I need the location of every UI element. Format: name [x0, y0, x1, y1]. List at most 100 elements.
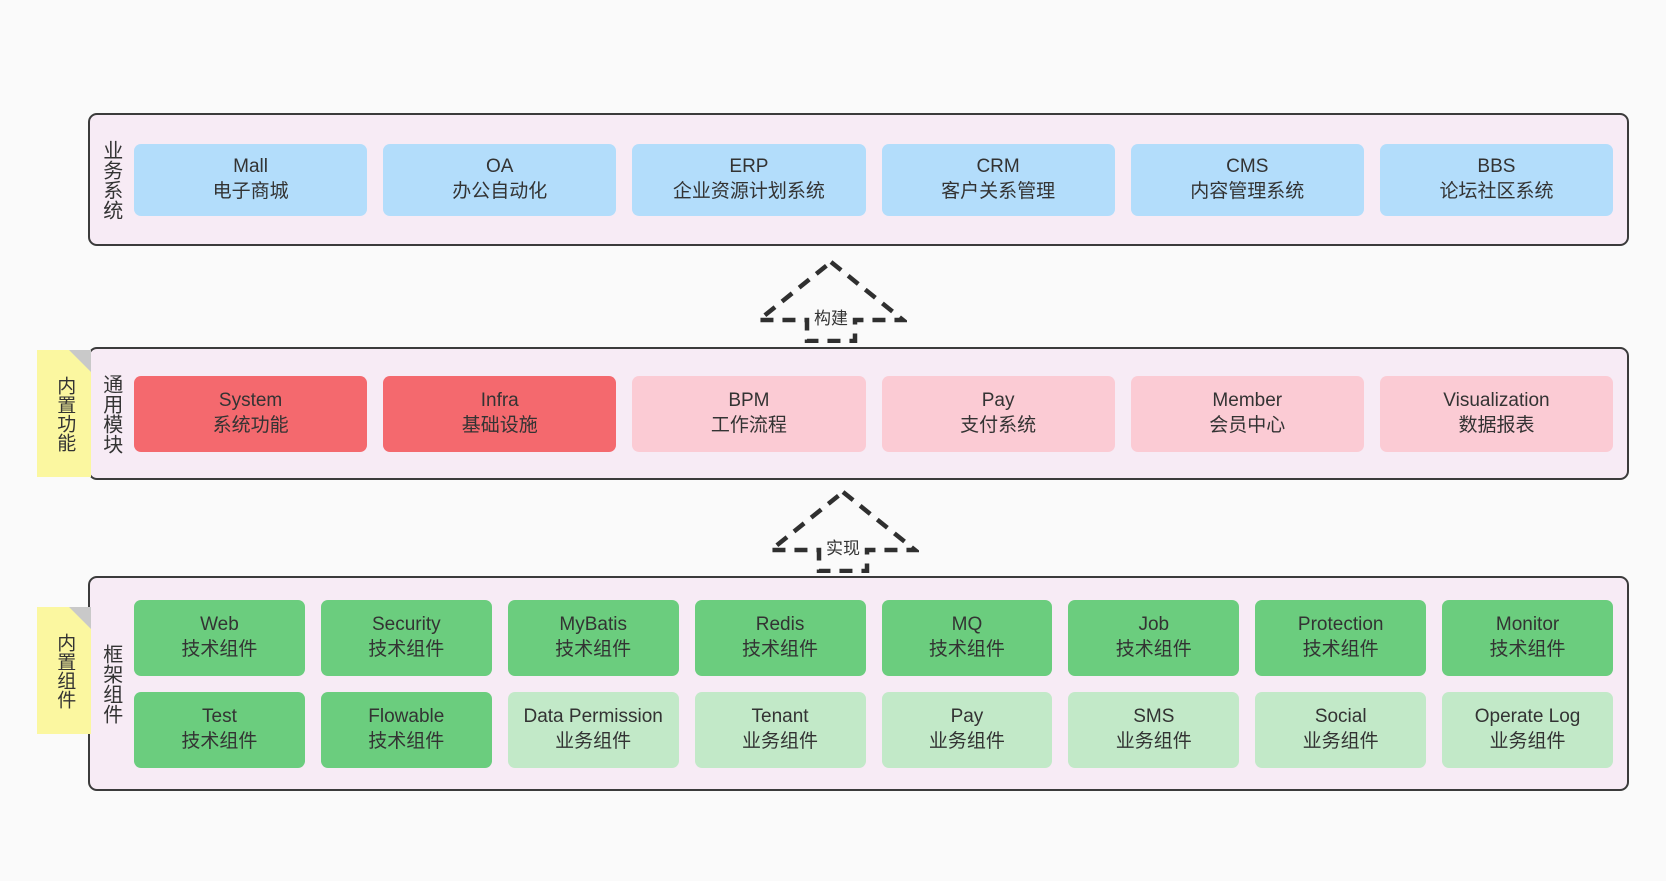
card-title-cn: 电子商城: [212, 180, 289, 202]
card-title-en: Social: [1314, 705, 1367, 727]
card-redis[interactable]: Redis 技术组件: [694, 599, 866, 676]
card-title-en: Pay: [981, 389, 1015, 411]
arrow-label-realize: 实现: [826, 539, 860, 558]
card-bpm[interactable]: BPM 工作流程: [632, 375, 866, 452]
card-flowable[interactable]: Flowable 技术组件: [320, 691, 492, 768]
card-monitor[interactable]: Monitor 技术组件: [1442, 599, 1613, 676]
card-title-cn: 技术组件: [181, 638, 258, 660]
card-security[interactable]: Security 技术组件: [320, 599, 492, 676]
card-title-cn: 业务组件: [1489, 730, 1566, 752]
card-title-en: Test: [202, 705, 237, 727]
card-title-en: Pay: [950, 705, 984, 727]
card-title-en: Security: [371, 613, 441, 635]
card-cms[interactable]: CMS 内容管理系统: [1130, 143, 1364, 216]
card-title-cn: 会员中心: [1209, 414, 1286, 436]
card-system[interactable]: System 系统功能: [134, 375, 368, 452]
card-title-en: CMS: [1226, 155, 1269, 177]
card-title-en: Data Permission: [523, 705, 663, 727]
sticky-note-builtin-components: 内置组件: [37, 607, 91, 734]
card-title-cn: 业务组件: [1115, 730, 1192, 752]
card-title-cn: 业务组件: [555, 730, 632, 752]
card-title-cn: 企业资源计划系统: [672, 180, 825, 202]
generalization-arrow-build: 构建: [755, 258, 907, 343]
card-infra[interactable]: Infra 基础设施: [383, 375, 617, 452]
card-title-cn: 技术组件: [555, 638, 632, 660]
card-mall[interactable]: Mall 电子商城: [134, 143, 368, 216]
arrow-up-dashed-icon: [755, 259, 907, 343]
card-title-cn: 客户关系管理: [941, 180, 1056, 202]
layer-framework-body: Web 技术组件 Security 技术组件 MyBatis 技术组件 Redi…: [130, 578, 1627, 789]
card-title-en: BPM: [728, 389, 770, 411]
card-title-en: MQ: [951, 613, 983, 635]
card-title-en: Tenant: [751, 705, 809, 727]
framework-card-row-business: Test 技术组件 Flowable 技术组件 Data Permission …: [134, 691, 1613, 768]
card-sms[interactable]: SMS 业务组件: [1068, 691, 1240, 768]
card-title-en: ERP: [729, 155, 769, 177]
layer-common-modules: 通用模块 System 系统功能 Infra 基础设施 BPM 工作流程 Pay…: [88, 347, 1629, 480]
card-mybatis[interactable]: MyBatis 技术组件: [507, 599, 679, 676]
card-title-cn: 业务组件: [928, 730, 1005, 752]
card-title-en: OA: [486, 155, 514, 177]
card-pay-component[interactable]: Pay 业务组件: [881, 691, 1053, 768]
card-title-cn: 技术组件: [742, 638, 819, 660]
card-visualization[interactable]: Visualization 数据报表: [1379, 375, 1614, 452]
card-job[interactable]: Job 技术组件: [1068, 599, 1240, 676]
card-title-cn: 技术组件: [368, 730, 445, 752]
card-title-cn: 技术组件: [928, 638, 1005, 660]
card-social[interactable]: Social 业务组件: [1255, 691, 1427, 768]
card-title-en: Mall: [233, 155, 268, 177]
card-title-en: BBS: [1477, 155, 1516, 177]
card-pay-module[interactable]: Pay 支付系统: [881, 375, 1115, 452]
card-title-cn: 技术组件: [1489, 638, 1566, 660]
card-title-cn: 基础设施: [461, 414, 538, 436]
card-title-en: Infra: [480, 389, 519, 411]
generalization-arrow-realize: 实现: [767, 488, 919, 573]
card-mq[interactable]: MQ 技术组件: [881, 599, 1053, 676]
card-title-en: Monitor: [1495, 613, 1560, 635]
card-title-cn: 技术组件: [181, 730, 258, 752]
card-title-cn: 支付系统: [960, 414, 1037, 436]
card-title-cn: 业务组件: [1302, 730, 1379, 752]
layer-modules-title: 通用模块: [99, 373, 122, 454]
card-protection[interactable]: Protection 技术组件: [1255, 599, 1427, 676]
layer-framework-components: 框架组件 Web 技术组件 Security 技术组件 MyBatis 技术组件…: [88, 576, 1629, 791]
business-card-row: Mall 电子商城 OA 办公自动化 ERP 企业资源计划系统 CRM 客户关系…: [134, 143, 1614, 216]
layer-modules-body: System 系统功能 Infra 基础设施 BPM 工作流程 Pay 支付系统…: [130, 349, 1627, 478]
card-title-en: Flowable: [368, 705, 445, 727]
card-title-en: System: [218, 389, 283, 411]
card-title-en: Protection: [1297, 613, 1384, 635]
card-tenant[interactable]: Tenant 业务组件: [694, 691, 866, 768]
card-erp[interactable]: ERP 企业资源计划系统: [632, 143, 866, 216]
arrow-up-dashed-icon: [767, 489, 919, 573]
card-title-en: Web: [200, 613, 239, 635]
layer-business-body: Mall 电子商城 OA 办公自动化 ERP 企业资源计划系统 CRM 客户关系…: [130, 115, 1627, 244]
card-title-cn: 数据报表: [1458, 414, 1535, 436]
card-member[interactable]: Member 会员中心: [1130, 375, 1364, 452]
card-title-cn: 业务组件: [742, 730, 819, 752]
card-web[interactable]: Web 技术组件: [134, 599, 305, 676]
card-title-en: Job: [1138, 613, 1170, 635]
modules-card-row: System 系统功能 Infra 基础设施 BPM 工作流程 Pay 支付系统…: [134, 375, 1614, 452]
card-title-cn: 技术组件: [368, 638, 445, 660]
card-title-cn: 工作流程: [710, 414, 787, 436]
card-data-permission[interactable]: Data Permission 业务组件: [507, 691, 679, 768]
card-title-cn: 办公自动化: [452, 180, 548, 202]
card-title-en: MyBatis: [559, 613, 627, 635]
card-title-en: Visualization: [1443, 389, 1550, 411]
card-oa[interactable]: OA 办公自动化: [383, 143, 617, 216]
card-crm[interactable]: CRM 客户关系管理: [881, 143, 1115, 216]
card-title-cn: 技术组件: [1115, 638, 1192, 660]
card-title-en: CRM: [976, 155, 1020, 177]
arrow-label-build: 构建: [814, 309, 848, 328]
card-bbs[interactable]: BBS 论坛社区系统: [1379, 143, 1614, 216]
card-title-cn: 论坛社区系统: [1439, 180, 1554, 202]
card-title-en: Redis: [755, 613, 805, 635]
sticky-note-builtin-features: 内置功能: [37, 350, 91, 477]
card-title-cn: 内容管理系统: [1190, 180, 1305, 202]
card-operate-log[interactable]: Operate Log 业务组件: [1442, 691, 1613, 768]
card-title-en: Member: [1212, 389, 1283, 411]
card-title-en: Operate Log: [1474, 705, 1581, 727]
card-title-cn: 技术组件: [1302, 638, 1379, 660]
card-test[interactable]: Test 技术组件: [134, 691, 305, 768]
framework-card-row-technical: Web 技术组件 Security 技术组件 MyBatis 技术组件 Redi…: [134, 599, 1613, 676]
